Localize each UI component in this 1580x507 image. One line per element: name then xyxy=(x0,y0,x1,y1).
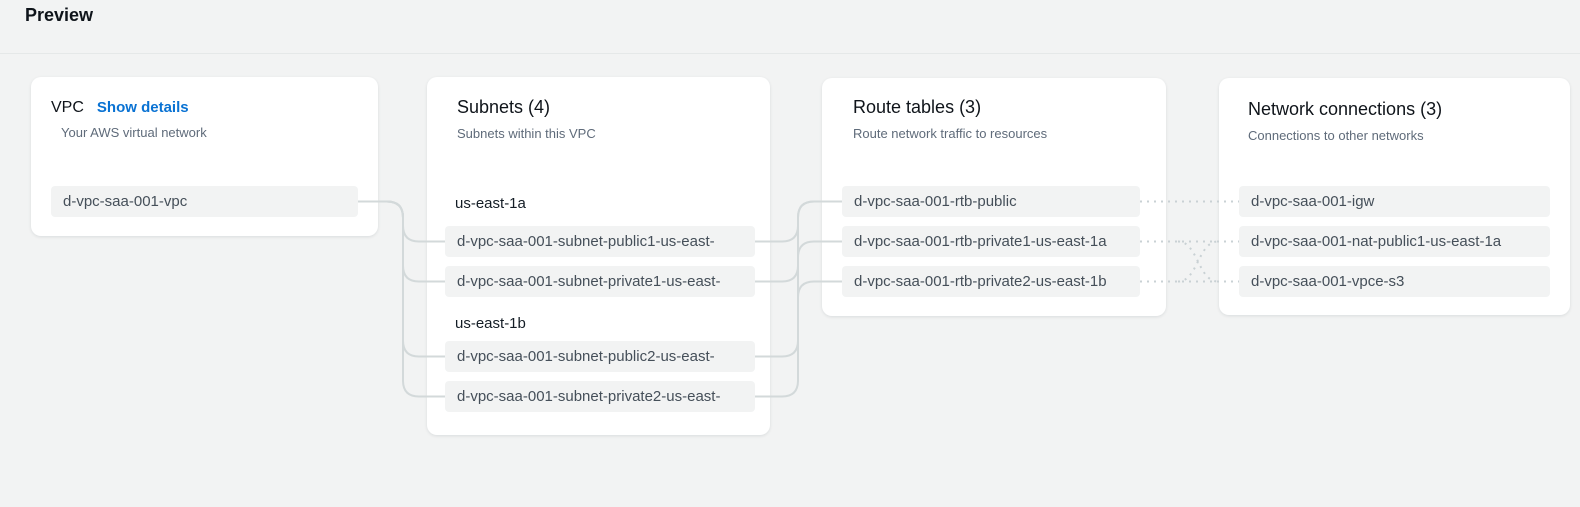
network-connection-item: d-vpc-saa-001-vpce-s3 xyxy=(1239,266,1550,297)
vpc-show-details-link[interactable]: Show details xyxy=(96,99,189,116)
availability-zone-label: us-east-1b xyxy=(455,315,526,332)
availability-zone-label: us-east-1a xyxy=(455,195,526,212)
route-tables-card: Route tables (3) Route network traffic t… xyxy=(822,78,1166,316)
subnet-item: d-vpc-saa-001-subnet-private2-us-east- xyxy=(445,381,755,412)
network-connections-card-title: Network connections (3) xyxy=(1248,99,1443,119)
route-tables-card-subtitle: Route network traffic to resources xyxy=(853,126,1048,141)
page-title: Preview xyxy=(25,5,94,25)
subnet-item: d-vpc-saa-001-subnet-public2-us-east- xyxy=(445,341,755,372)
subnet-item: d-vpc-saa-001-subnet-public1-us-east- xyxy=(445,226,755,257)
vpc-card-header: VPC Show details xyxy=(51,99,189,117)
subnet-item: d-vpc-saa-001-subnet-private1-us-east- xyxy=(445,266,755,297)
route-tables-card-title: Route tables (3) xyxy=(853,97,982,117)
route-table-item: d-vpc-saa-001-rtb-public xyxy=(842,186,1140,217)
route-table-item: d-vpc-saa-001-rtb-private2-us-east-1b xyxy=(842,266,1140,297)
vpc-card-title: VPC xyxy=(51,99,84,116)
route-table-item: d-vpc-saa-001-rtb-private1-us-east-1a xyxy=(842,226,1140,257)
vpc-card-subtitle: Your AWS virtual network xyxy=(61,125,207,140)
network-connections-card-subtitle: Connections to other networks xyxy=(1248,128,1424,143)
vpc-item: d-vpc-saa-001-vpc xyxy=(51,186,358,217)
network-connection-item: d-vpc-saa-001-igw xyxy=(1239,186,1550,217)
divider xyxy=(0,53,1580,54)
subnets-card: Subnets (4) Subnets within this VPC us-e… xyxy=(427,77,770,435)
subnets-card-subtitle: Subnets within this VPC xyxy=(457,126,596,141)
subnets-card-title: Subnets (4) xyxy=(457,97,551,117)
network-connection-item: d-vpc-saa-001-nat-public1-us-east-1a xyxy=(1239,226,1550,257)
vpc-card: VPC Show details Your AWS virtual networ… xyxy=(31,77,378,236)
network-connections-card: Network connections (3) Connections to o… xyxy=(1219,78,1570,315)
